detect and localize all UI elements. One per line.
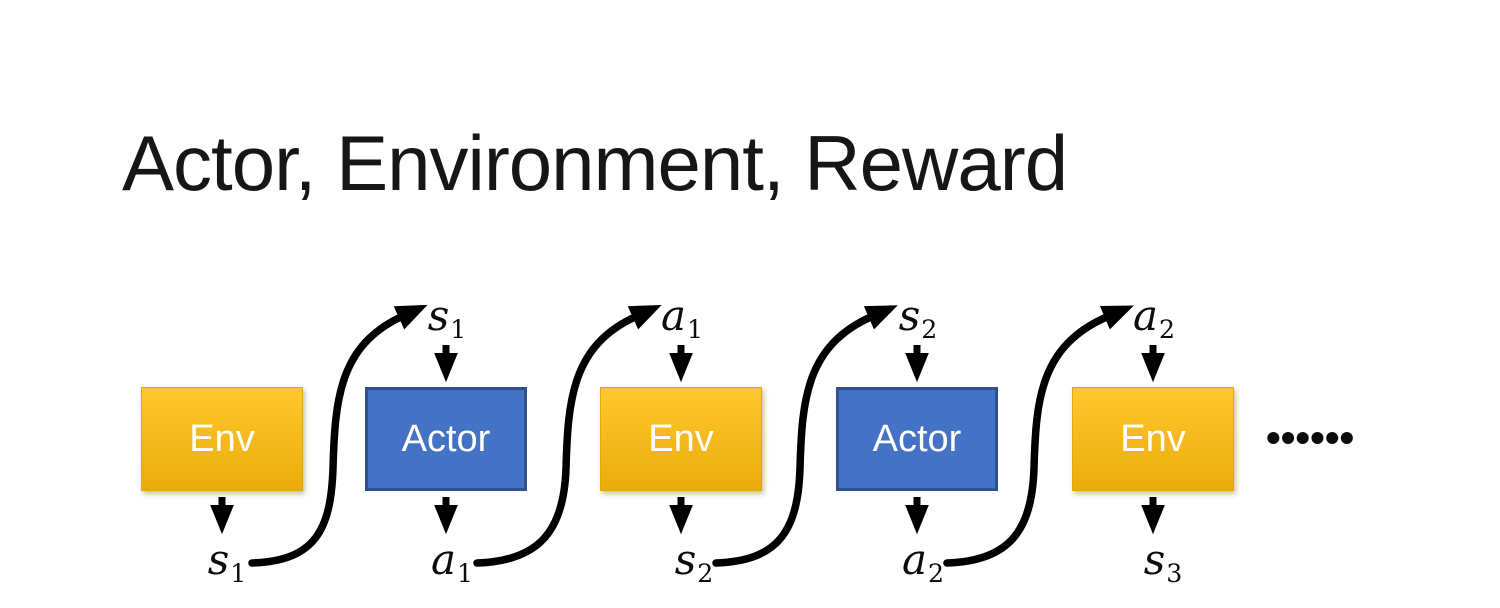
state-label-s2-bottom: s2 xyxy=(675,539,714,586)
var-subscript: 1 xyxy=(450,314,467,344)
var-subscript: 2 xyxy=(697,558,714,588)
var-subscript: 2 xyxy=(928,558,945,588)
var-base: a xyxy=(430,535,457,584)
actor-box-2: Actor xyxy=(836,387,998,491)
state-label-s1-top: s1 xyxy=(428,295,467,342)
env-box-2: Env xyxy=(600,387,762,491)
var-subscript: 2 xyxy=(1159,314,1176,344)
state-label-s3-bottom: s3 xyxy=(1144,539,1183,586)
var-base: a xyxy=(901,535,928,584)
action-label-a1-top: a1 xyxy=(661,295,703,342)
action-label-a1-bottom: a1 xyxy=(431,539,473,586)
actor-box-2-label: Actor xyxy=(872,417,962,460)
actor-box-1: Actor xyxy=(365,387,527,491)
var-base: s xyxy=(1143,535,1166,584)
action-label-a2-bottom: a2 xyxy=(902,539,944,586)
var-subscript: 1 xyxy=(230,558,247,588)
state-label-s1-bottom: s1 xyxy=(208,539,247,586)
var-base: s xyxy=(674,535,697,584)
env-box-3: Env xyxy=(1072,387,1234,491)
var-base: a xyxy=(1132,291,1159,340)
env-box-3-label: Env xyxy=(1120,417,1186,460)
ellipsis-dots: •••••• xyxy=(1266,414,1355,461)
var-base: s xyxy=(898,291,921,340)
var-subscript: 3 xyxy=(1166,558,1183,588)
state-label-s2-top: s2 xyxy=(899,295,938,342)
slide-title: Actor, Environment, Reward xyxy=(122,119,1068,207)
env-box-2-label: Env xyxy=(648,417,714,460)
env-box-1: Env xyxy=(141,387,303,491)
actor-box-1-label: Actor xyxy=(401,417,491,460)
var-base: s xyxy=(427,291,450,340)
var-base: a xyxy=(660,291,687,340)
var-subscript: 1 xyxy=(457,558,474,588)
var-subscript: 1 xyxy=(687,314,704,344)
action-label-a2-top: a2 xyxy=(1133,295,1175,342)
var-subscript: 2 xyxy=(921,314,938,344)
var-base: s xyxy=(207,535,230,584)
env-box-1-label: Env xyxy=(189,417,255,460)
